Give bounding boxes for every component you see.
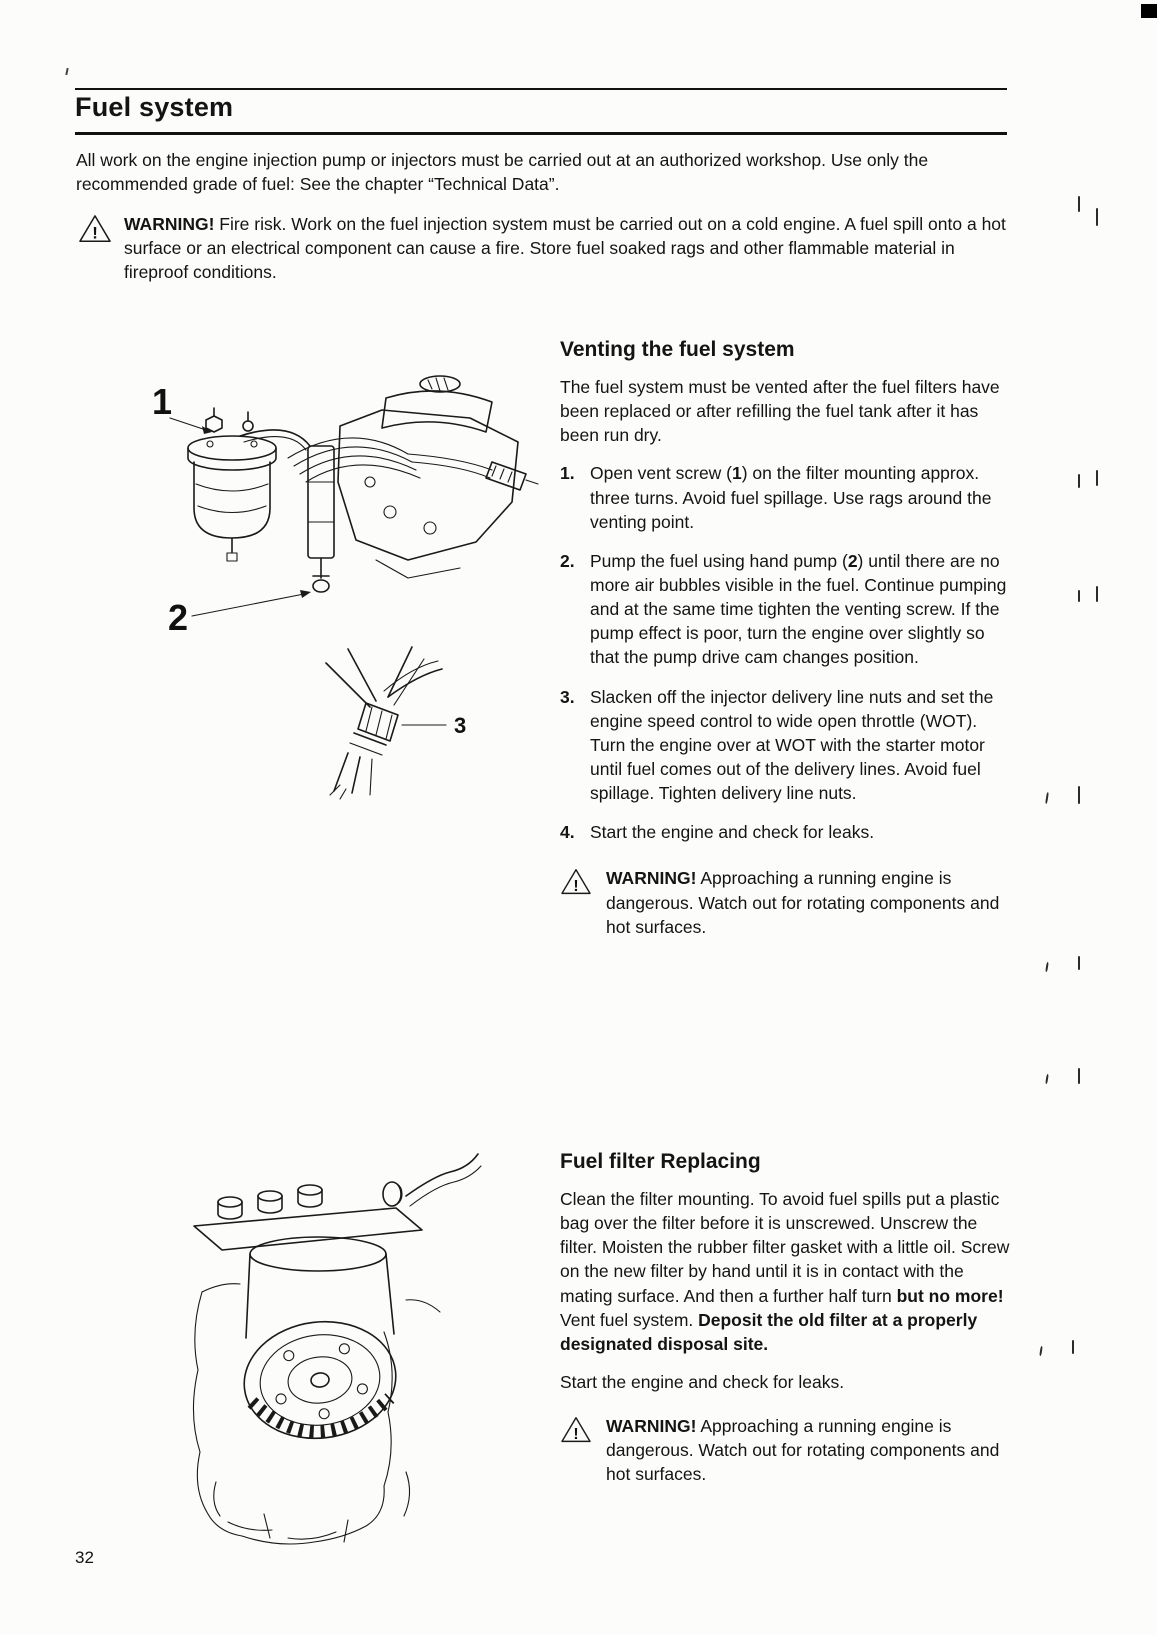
warning-label: WARNING! [606, 868, 697, 889]
fire-risk-warning-text: WARNING! Fire risk. Work on the fuel inj… [124, 212, 1008, 284]
injector-delivery-figure: 3 [290, 645, 480, 800]
warning-triangle-icon: ! [78, 212, 112, 244]
step-number: 1. [560, 463, 575, 484]
fuel-filter-illustration [192, 1153, 482, 1545]
fuel-filter-check: Start the engine and check for leaks. [560, 1371, 845, 1392]
running-engine-warning-2: ! WARNING! Approaching a running engine … [560, 1414, 1012, 1486]
warning-body: Fire risk. Work on the fuel injection sy… [124, 214, 1006, 283]
warning-label: WARNING! [124, 214, 215, 234]
figure-label-2: 2 [168, 597, 188, 638]
scan-artifact [1096, 586, 1098, 602]
scan-artifact [1039, 1345, 1043, 1357]
intro-paragraph: All work on the engine injection pump or… [76, 150, 929, 195]
venting-step-1: 1. Open vent screw (1) on the filter mou… [560, 461, 1012, 533]
scan-artifact [1078, 786, 1080, 804]
running-engine-warning-text: WARNING! Approaching a running engine is… [606, 1414, 1012, 1486]
scan-artifact [1078, 956, 1080, 970]
engine-venting-figure: 1 [140, 362, 550, 652]
venting-step-2: 2. Pump the fuel using hand pump (2) unt… [560, 549, 1012, 670]
page-number: 32 [75, 1548, 94, 1567]
step-number: 2. [560, 550, 575, 571]
step-text: Open vent screw (1) on the filter mounti… [590, 463, 992, 532]
figure-label-1: 1 [152, 381, 172, 422]
venting-heading: Venting the fuel system [560, 338, 795, 361]
fire-risk-warning: ! WARNING! Fire risk. Work on the fuel i… [78, 212, 1008, 284]
fuel-filter-body: Clean the filter mounting. To avoid fuel… [560, 1188, 1010, 1354]
scan-artifact [1078, 196, 1080, 212]
scan-artifact [1078, 474, 1080, 488]
step-text: Slacken off the injector delivery line n… [590, 686, 994, 804]
header-rule-bottom [75, 132, 1007, 135]
fuel-filter-section: Fuel filter Replacing Clean the filter m… [560, 1148, 1012, 1487]
page-title: Fuel system [75, 92, 234, 122]
running-engine-warning: ! WARNING! Approaching a running engine … [560, 866, 1012, 938]
svg-text:!: ! [92, 223, 98, 242]
step-number: 3. [560, 686, 575, 707]
step-number: 4. [560, 822, 575, 843]
scan-artifact [1096, 470, 1098, 486]
injector-illustration: 3 [325, 646, 466, 800]
svg-text:!: ! [573, 878, 578, 895]
scan-artifact [65, 67, 69, 76]
scan-artifact [1072, 1340, 1074, 1354]
scan-artifact [1078, 590, 1080, 602]
step-text: Pump the fuel using hand pump (2) until … [590, 550, 1007, 668]
svg-text:!: ! [573, 1426, 578, 1443]
scan-artifact [1045, 961, 1049, 973]
warning-body: Approaching a running engine is dangerou… [606, 1416, 1000, 1485]
engine-illustration: 1 [152, 375, 539, 638]
venting-section: Venting the fuel system The fuel system … [560, 336, 1012, 939]
fuel-filter-figure [168, 1142, 483, 1552]
warning-triangle-icon: ! [560, 1414, 594, 1444]
venting-step-3: 3. Slacken off the injector delivery lin… [560, 685, 1012, 806]
header-rule-top [75, 88, 1007, 90]
running-engine-warning-text: WARNING! Approaching a running engine is… [606, 866, 1012, 938]
venting-step-4: 4. Start the engine and check for leaks. [560, 820, 1012, 844]
warning-label: WARNING! [606, 1416, 697, 1437]
warning-triangle-icon: ! [560, 866, 594, 896]
scan-artifact [1078, 1068, 1080, 1084]
venting-intro: The fuel system must be vented after the… [560, 376, 1000, 446]
venting-steps: 1. Open vent screw (1) on the filter mou… [560, 461, 1012, 844]
warning-body: Approaching a running engine is dangerou… [606, 868, 1000, 937]
figure-label-3: 3 [454, 713, 466, 738]
scan-artifact [1096, 208, 1098, 226]
fuel-filter-heading: Fuel filter Replacing [560, 1150, 761, 1173]
scan-artifact [1045, 791, 1049, 805]
scan-corner-mark [1141, 4, 1157, 18]
scan-artifact [1045, 1073, 1049, 1085]
step-text: Start the engine and check for leaks. [590, 822, 875, 843]
